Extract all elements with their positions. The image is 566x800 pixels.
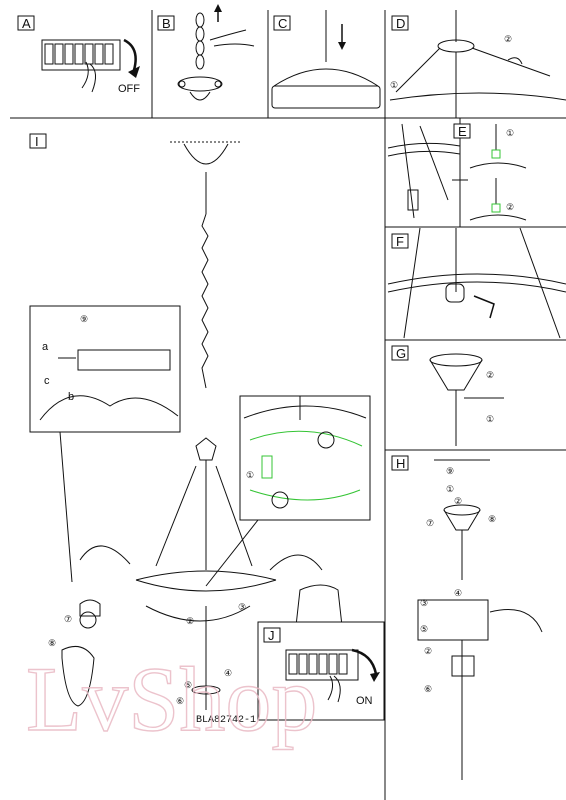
panel-a-letter: A <box>22 16 31 31</box>
panel-9-inset: ⑨ a c b <box>30 306 180 432</box>
inset-9-pointer-line <box>60 432 72 582</box>
panel-g-step-1: ① <box>486 414 494 424</box>
panel-f: F <box>388 228 566 338</box>
down-arrow-head-icon <box>338 42 346 50</box>
panel-e-step-1: ① <box>506 128 514 138</box>
panel-h-step-2b: ② <box>424 646 432 656</box>
breaker-box-icon <box>42 40 120 92</box>
inset-pointer-line <box>206 520 258 586</box>
panel-f-letter: F <box>396 234 404 249</box>
canopy-cup-icon <box>430 354 482 446</box>
panel-i-step-8: ⑧ <box>48 638 56 648</box>
panel-h: H ⑨ ① ② ⑦ ⑧ ③ ④ ⑤ ② ⑥ <box>392 456 542 780</box>
hand-icon <box>210 30 254 46</box>
watermark: LvShop <box>26 648 317 750</box>
panel-h-letter: H <box>396 456 405 471</box>
ceiling-plate-icon <box>418 460 542 780</box>
panel-e-step-2: ② <box>506 202 514 212</box>
off-arrow-icon <box>124 40 136 70</box>
panel-i-letter: I <box>35 134 39 149</box>
panel-d-step-1: ① <box>390 80 398 90</box>
hex-key-icon <box>474 296 494 318</box>
panel-h-step-1: ① <box>446 484 454 494</box>
panel-b: B <box>158 4 254 100</box>
on-label: ON <box>356 695 373 707</box>
panel-i-step-2: ② <box>186 616 194 626</box>
panel-i-step-3: ③ <box>238 602 246 612</box>
off-label: OFF <box>118 83 140 95</box>
socket-bottom-icon <box>470 178 526 220</box>
panel-h-step-8: ⑧ <box>488 514 496 524</box>
panel-e-letter: E <box>458 124 467 139</box>
panel-j-letter: J <box>268 628 275 643</box>
socket-detail-inset: ① <box>240 396 370 520</box>
panel-h-step-2: ② <box>454 496 462 506</box>
arm-frame-icon <box>388 228 566 338</box>
socket-top-icon <box>470 124 526 168</box>
panel-9-label-b: b <box>68 391 74 403</box>
panel-i-step-7: ⑦ <box>64 614 72 624</box>
panel-h-step-6: ⑥ <box>424 684 432 694</box>
panel-9-number: ⑨ <box>80 314 88 324</box>
panel-i-step-1: ① <box>246 470 254 480</box>
panel-9-label-a: a <box>42 341 49 353</box>
panel-g-step-2: ② <box>486 370 494 380</box>
panel-e: E ① ② <box>454 124 526 220</box>
panel-h-step-5: ⑤ <box>420 624 428 634</box>
panel-b-letter: B <box>162 16 171 31</box>
panel-h-step-9: ⑨ <box>446 466 454 476</box>
panel-h-step-3: ③ <box>420 598 428 608</box>
panel-d-letter: D <box>396 16 405 31</box>
panel-g: G ② ① <box>392 346 504 446</box>
panel-9-label-c: c <box>44 375 50 387</box>
panel-a: A OFF <box>18 16 140 95</box>
canopy-ring-icon <box>178 77 222 100</box>
panel-c: C <box>272 10 380 108</box>
arm-hub-icon <box>390 10 566 118</box>
panel-h-step-4: ④ <box>454 588 462 598</box>
panel-d: D ① ② <box>390 10 566 118</box>
panel-c-letter: C <box>278 16 287 31</box>
panel-h-step-7: ⑦ <box>426 518 434 528</box>
dome-bowl-icon <box>272 69 380 108</box>
chain-icon <box>196 13 204 69</box>
panel-g-letter: G <box>396 346 406 361</box>
up-arrow-head-icon <box>214 4 222 12</box>
panel-d-step-2: ② <box>504 34 512 44</box>
